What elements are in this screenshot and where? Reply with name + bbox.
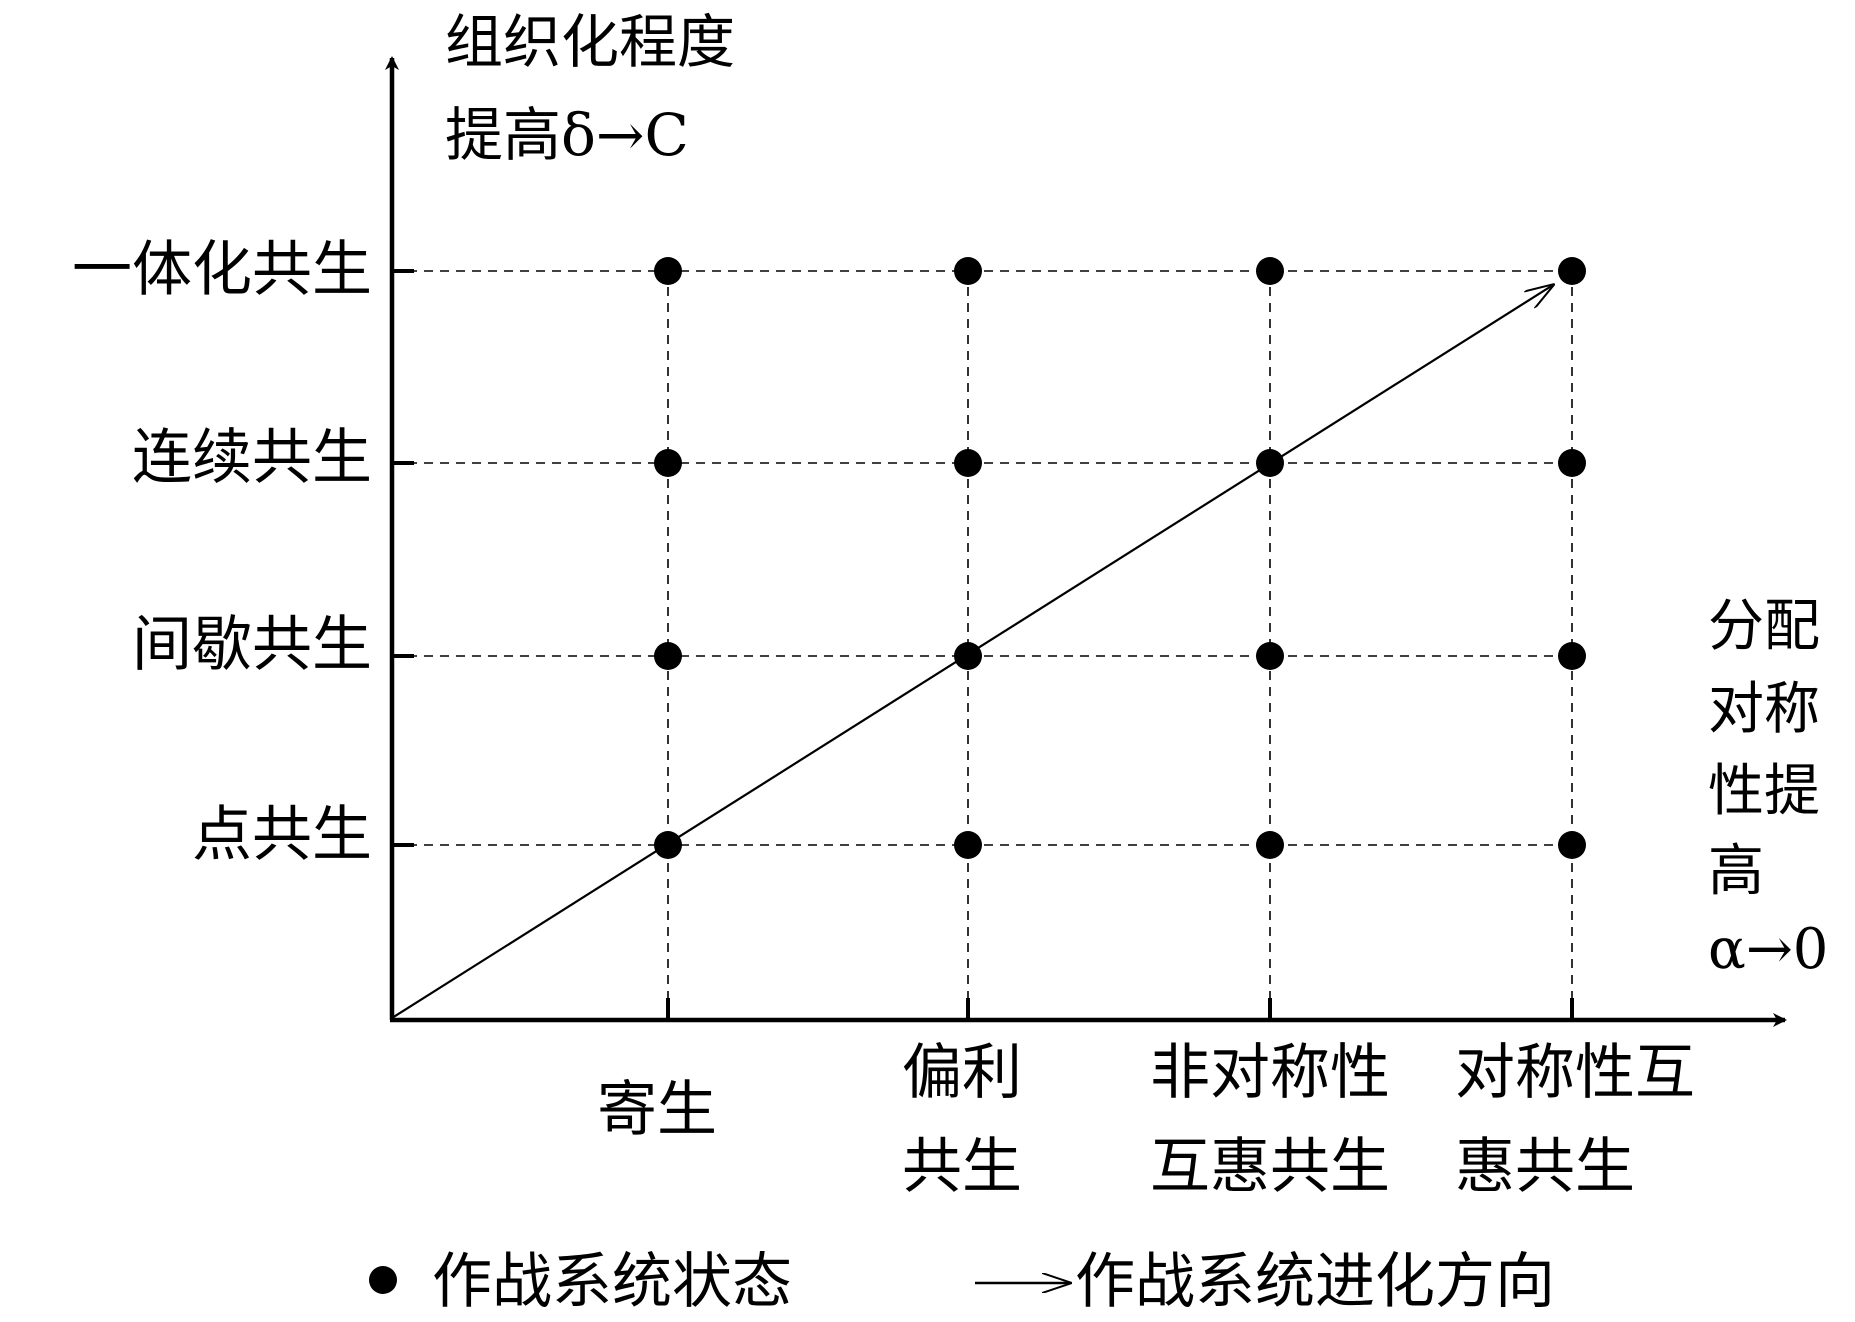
x-category-symmetric-line1: 对称性互 <box>1455 1038 1695 1108</box>
system-state-dot <box>1558 257 1586 285</box>
system-state-dot <box>1558 449 1586 477</box>
system-state-dot <box>954 257 982 285</box>
system-state-dot <box>954 449 982 477</box>
legend: 作战系统状态 作战系统进化方向 <box>369 1247 1555 1317</box>
x-category-commensalism-line2: 共生 <box>902 1132 1022 1202</box>
x-axis-title-line3: 性提 <box>1708 759 1820 824</box>
x-axis-title-line2: 对称 <box>1708 677 1820 742</box>
x-axis-title-line4: 高 <box>1708 839 1764 904</box>
y-level-label-continuous: 连续共生 <box>132 423 372 493</box>
system-state-dot <box>654 831 682 859</box>
system-state-dot <box>654 257 682 285</box>
x-category-asymmetric-line2: 互惠共生 <box>1150 1132 1390 1202</box>
x-axis-title-line1: 分配 <box>1708 594 1820 659</box>
state-dots <box>654 257 1586 859</box>
axis-ticks <box>392 269 1574 1020</box>
system-state-dot <box>654 449 682 477</box>
legend-state-label: 作战系统状态 <box>432 1247 792 1317</box>
x-axis-title-line5: α→0 <box>1708 917 1828 982</box>
system-state-dot <box>1256 831 1284 859</box>
system-state-dot <box>1256 642 1284 670</box>
y-level-label-point: 点共生 <box>192 800 372 870</box>
x-category-asymmetric-line1: 非对称性 <box>1150 1038 1390 1108</box>
system-state-dot <box>1558 642 1586 670</box>
x-category-symmetric-line2: 惠共生 <box>1455 1132 1635 1202</box>
y-axis-title-line2: 提高δ→C <box>445 101 689 169</box>
system-state-dot <box>1558 831 1586 859</box>
legend-state-dot <box>369 1266 397 1294</box>
legend-direction-label: 作战系统进化方向 <box>1075 1247 1555 1317</box>
x-category-parasitism: 寄生 <box>597 1075 717 1145</box>
system-state-dot <box>1256 257 1284 285</box>
x-category-commensalism-line1: 偏利 <box>902 1038 1022 1108</box>
y-level-label-integrated: 一体化共生 <box>72 235 372 305</box>
y-axis-title-line1: 组织化程度 <box>445 8 735 76</box>
system-state-dot <box>1256 449 1284 477</box>
y-level-label-intermittent: 间歇共生 <box>132 610 372 680</box>
system-state-dot <box>654 642 682 670</box>
system-state-dot <box>954 831 982 859</box>
system-state-dot <box>954 642 982 670</box>
